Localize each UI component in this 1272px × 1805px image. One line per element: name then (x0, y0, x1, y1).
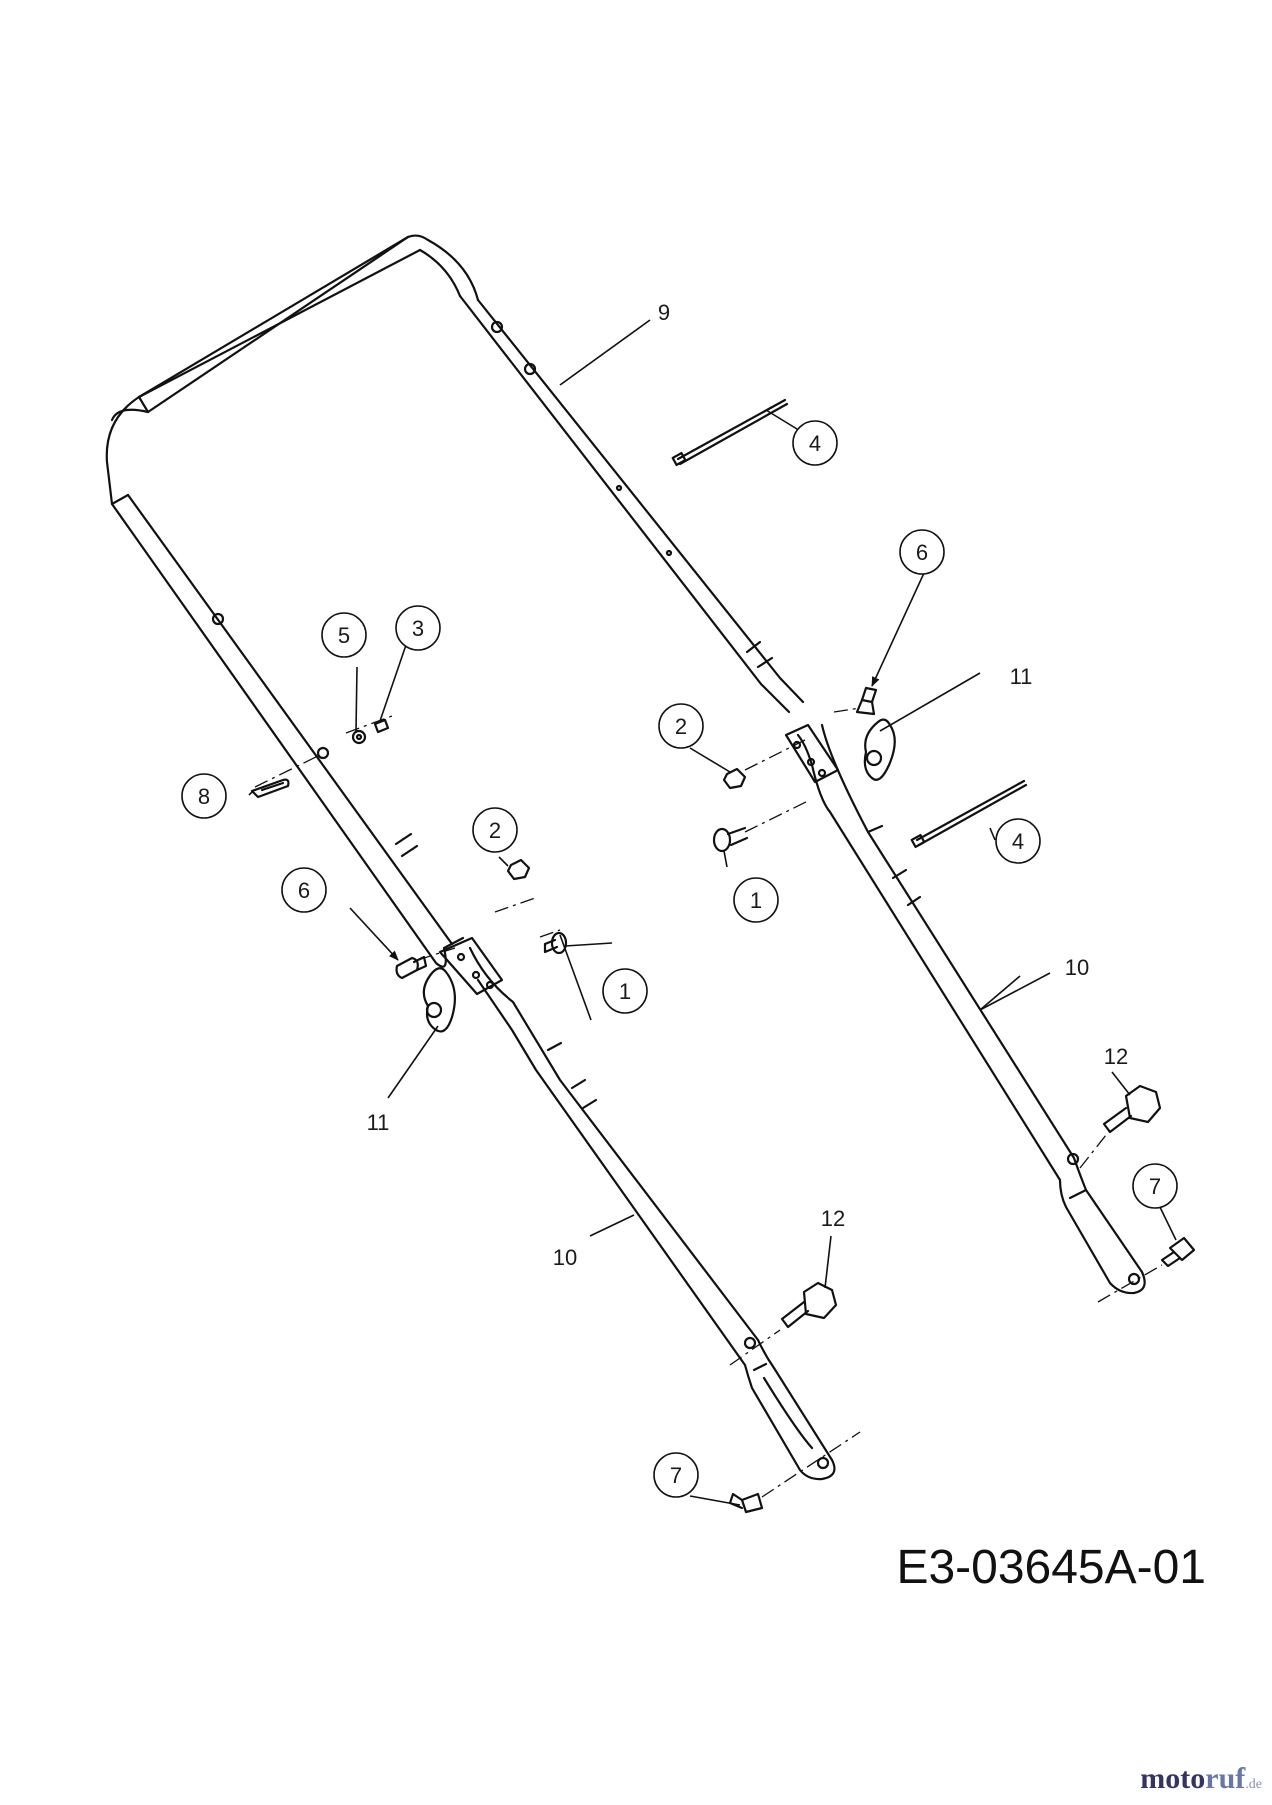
callout-11-right: 11 (1010, 664, 1033, 689)
callout-12-left: 12 (821, 1206, 845, 1231)
lower-handle-left (438, 936, 836, 1481)
star-knob-bolt-right (1102, 1084, 1162, 1134)
callout-2-left: 2 (489, 818, 501, 843)
star-knob-bolt-left (780, 1281, 838, 1329)
hex-nut-right (722, 767, 747, 790)
wing-knob-right (863, 718, 896, 781)
callout-labels: 9 4 6 11 5 3 2 8 2 1 4 6 1 10 11 12 7 12… (198, 300, 1161, 1488)
watermark-tld: .de (1245, 1777, 1262, 1792)
callout-6-left: 6 (298, 878, 310, 903)
callout-10-right: 10 (1065, 955, 1089, 980)
shoulder-bolt-left (395, 955, 428, 980)
nut-part-3 (373, 718, 390, 734)
callout-7-right: 7 (1149, 1174, 1161, 1199)
upper-handle (105, 234, 805, 968)
callout-5: 5 (338, 623, 350, 648)
lower-handle-right (784, 723, 1146, 1295)
watermark-logo: motoruf.de (1140, 1764, 1262, 1794)
callout-6-right: 6 (916, 540, 928, 565)
cable-tie-lower (910, 779, 1028, 849)
callout-4-upper: 4 (809, 431, 821, 456)
callout-10-left: 10 (553, 1245, 577, 1270)
callout-1-right: 1 (750, 888, 762, 913)
callout-7-left: 7 (670, 1463, 682, 1488)
callout-1-left: 1 (619, 979, 631, 1004)
leader-lines (248, 319, 1177, 1506)
callout-8: 8 (198, 784, 210, 809)
callout-circles (181, 420, 1178, 1498)
callout-12-right: 12 (1104, 1044, 1128, 1069)
hex-nut-left (506, 858, 531, 881)
callout-9: 9 (658, 300, 670, 325)
carriage-bolt-left (543, 931, 568, 955)
shoulder-screw-left (728, 1492, 764, 1514)
watermark-part-a: moto (1140, 1762, 1206, 1795)
callout-3: 3 (412, 616, 424, 641)
callout-2-right: 2 (675, 714, 687, 739)
shoulder-bolt-right (855, 686, 878, 716)
shoulder-screw-right (1160, 1236, 1196, 1268)
callout-11-left: 11 (367, 1110, 390, 1135)
wing-knob-left (422, 967, 457, 1033)
watermark-part-b: ruf (1205, 1762, 1246, 1795)
assembly-axes (254, 707, 1163, 1498)
carriage-bolt-right (712, 826, 749, 853)
cable-tie-upper (671, 398, 789, 467)
washer-part (351, 729, 367, 745)
diagram-code: E3-03645A-01 (896, 1541, 1206, 1594)
clevis-pin (250, 778, 290, 799)
callout-4-lower: 4 (1012, 829, 1024, 854)
